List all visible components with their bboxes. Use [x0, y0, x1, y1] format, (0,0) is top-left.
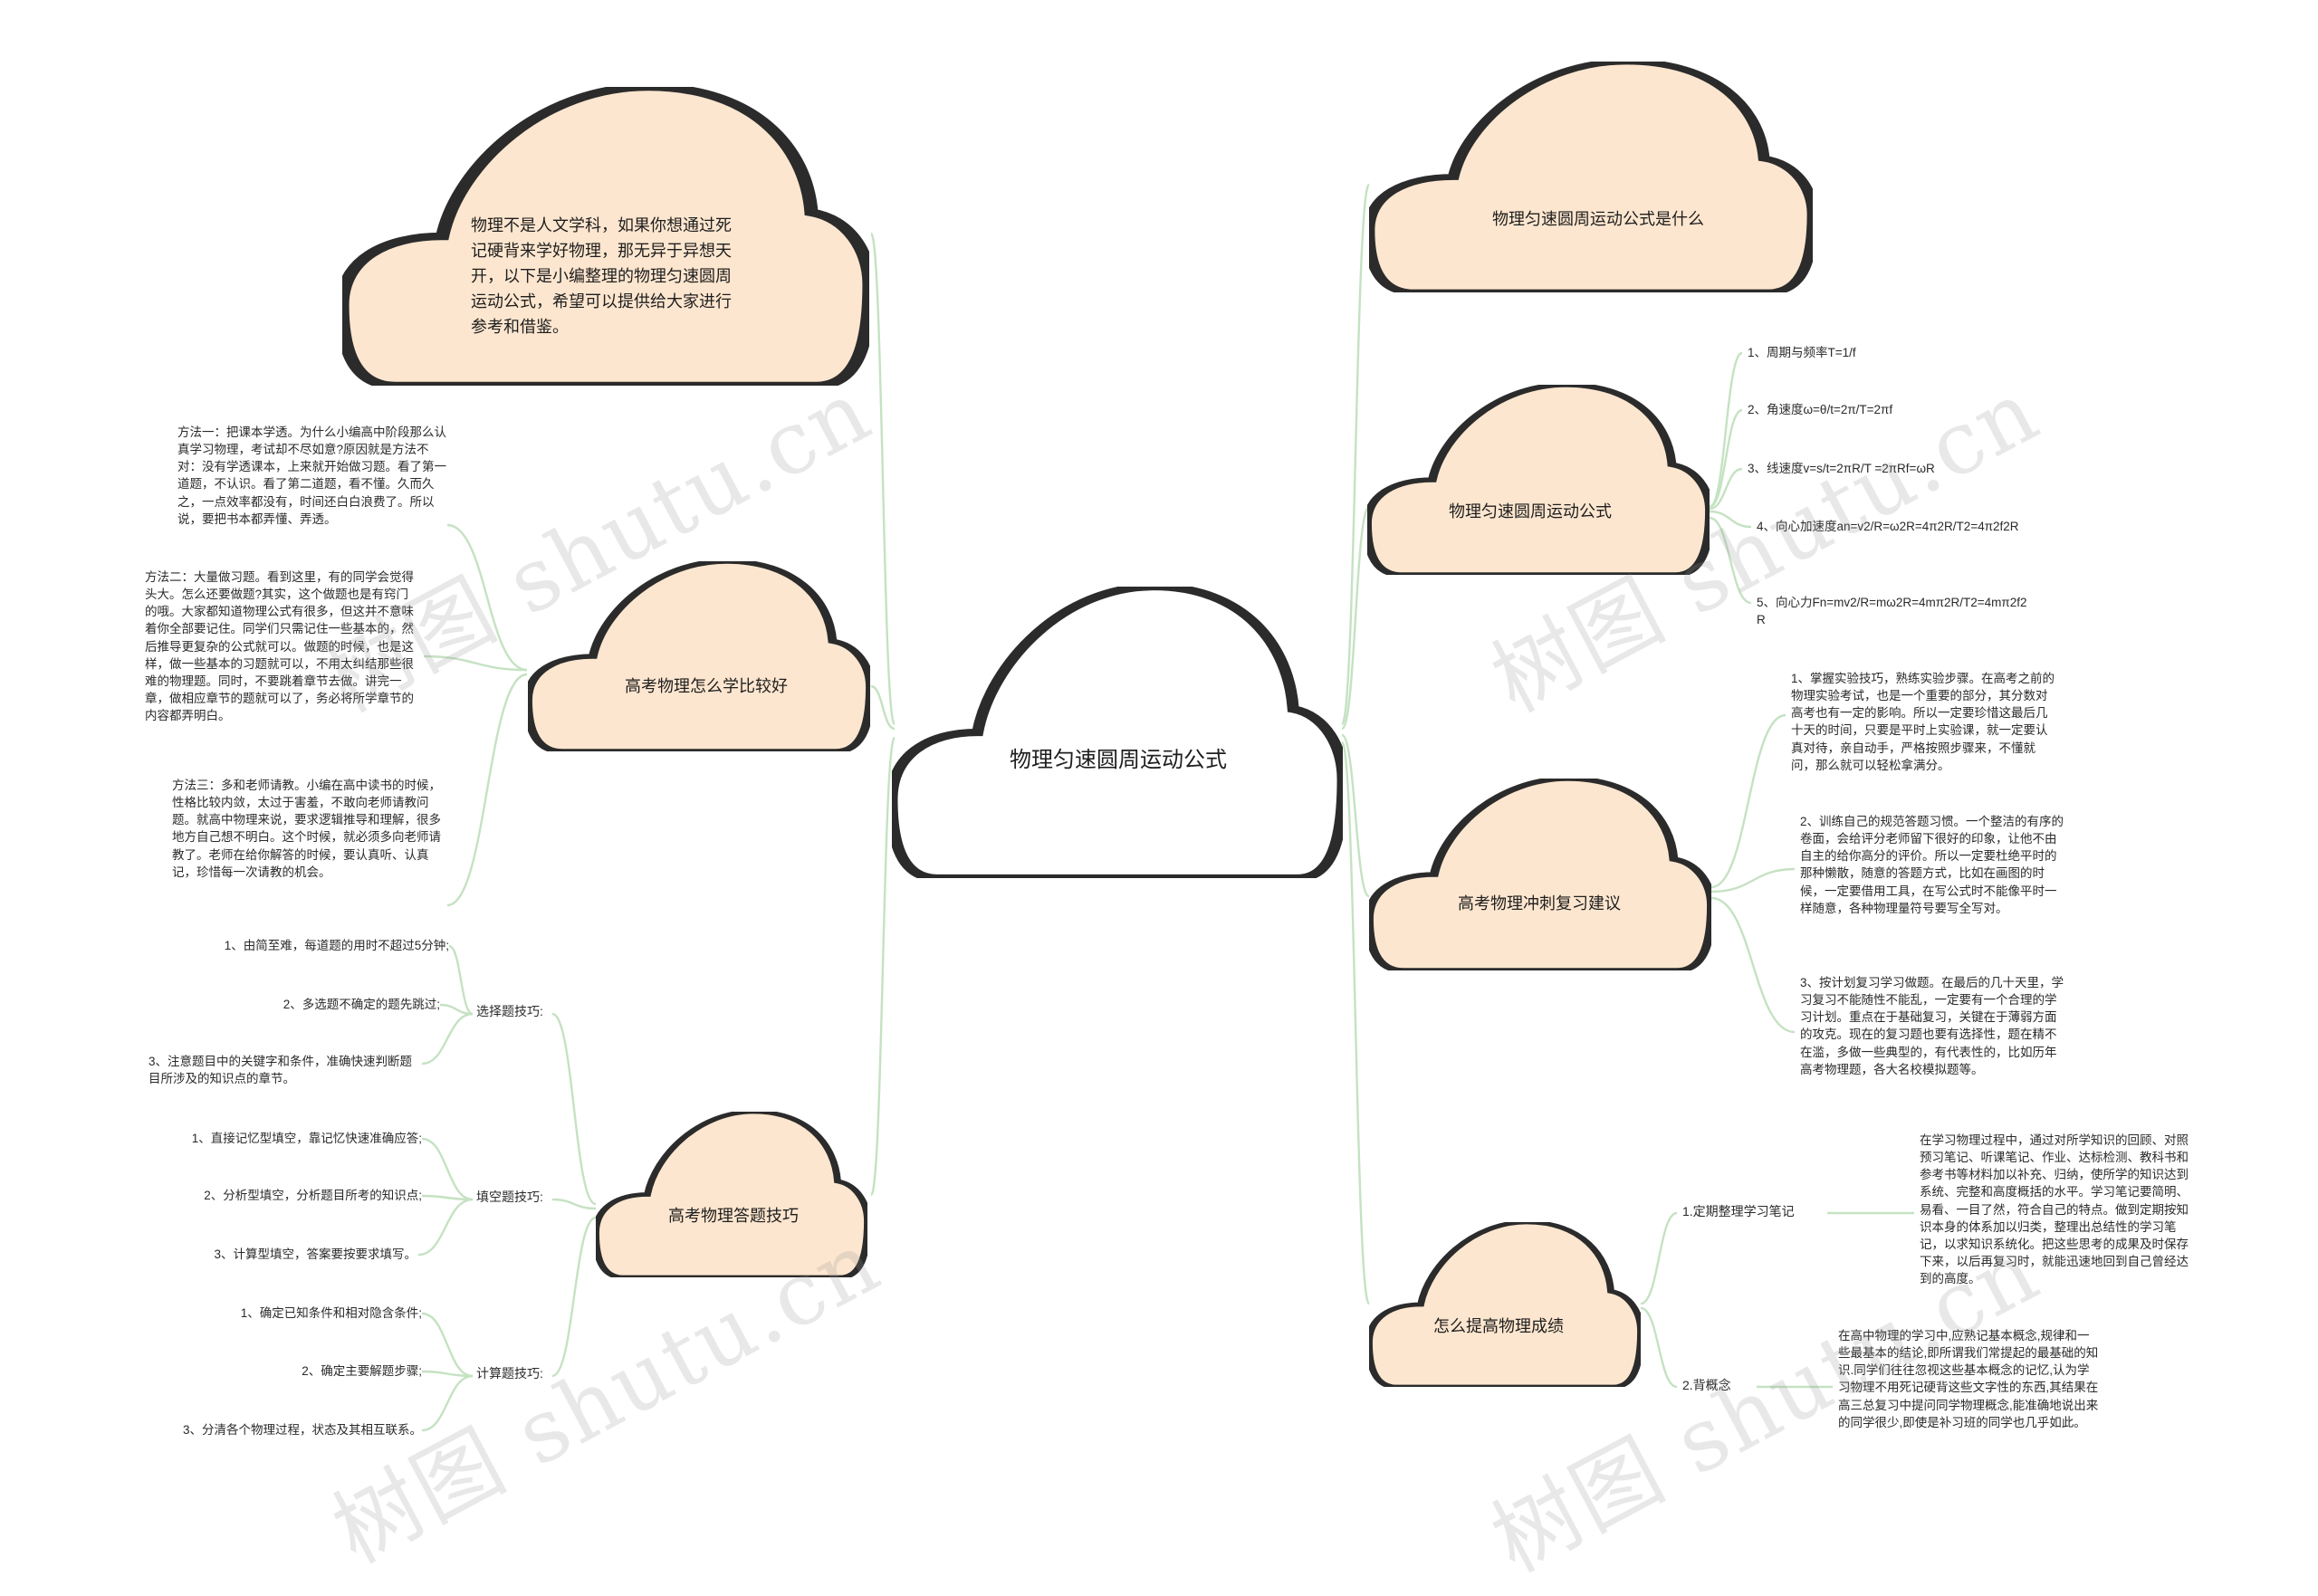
topic-answer[interactable]: 高考物理答题技巧: [602, 1193, 865, 1238]
answer-choice-item-2: 2、多选题不确定的题先跳过;: [283, 998, 440, 1011]
connector-line: [1710, 867, 1796, 894]
connector-line: [421, 1137, 474, 1201]
connector-line: [446, 523, 528, 672]
study-cloud: [528, 561, 870, 751]
connector-line: [1340, 505, 1371, 731]
what-cloud: [1369, 62, 1813, 292]
topic-review[interactable]: 高考物理冲刺复习建议: [1385, 878, 1693, 929]
connector-line: [1709, 351, 1743, 509]
answer-fill-item-3: 3、计算型填空，答案要按要求填写。: [214, 1247, 417, 1261]
review-item-2: 2、训练自己的规范答题习惯。一个整洁的有序的卷面，会给评分老师留下很好的印象，让…: [1800, 815, 2064, 915]
topic-review-label: 高考物理冲刺复习建议: [1458, 894, 1621, 913]
connector-line: [1710, 713, 1786, 889]
answer-calc-item-1: 1、确定已知条件和相对隐含条件;: [240, 1306, 422, 1320]
central-topic[interactable]: 物理匀速圆周运动公式: [905, 715, 1331, 806]
connector-line: [1710, 896, 1796, 1034]
topic-formula[interactable]: 物理匀速圆周运动公式: [1385, 489, 1675, 534]
central-topic-label: 物理匀速圆周运动公式: [1010, 748, 1227, 772]
formula-item-4: 4、向心加速度an=v2/R=ω2R=4π2R/T2=4π2f2R: [1757, 520, 2019, 533]
intro-topic[interactable]: 物理不是人文学科，如果你想通过死记硬背来学好物理，那无异于异想天开，以下是小编整…: [471, 214, 733, 340]
connector-line: [1340, 183, 1371, 726]
connector-line: [551, 1216, 597, 1378]
topic-answer-label: 高考物理答题技巧: [668, 1206, 799, 1225]
formula-item-5: 5、向心力Fn=mv2/R=mω2R=4mπ2R/T2=4mπ2f2R: [1757, 596, 2027, 627]
mindmap-canvas: [0, 0, 1914, 1432]
intro-text: 物理不是人文学科，如果你想通过死记硬背来学好物理，那无异于异想天开，以下是小编整…: [471, 216, 732, 336]
improve-concept-text: 在高中物理的学习中,应熟记基本概念,规律和一些最基本的结论,即所谓我们常提起的最…: [1838, 1329, 2099, 1429]
connector-line: [869, 736, 896, 1197]
connector-line: [551, 1012, 597, 1206]
connector-line: [1709, 467, 1743, 511]
connector-line: [448, 944, 474, 1016]
answer-calc-label: 计算题技巧:: [476, 1366, 543, 1381]
review-item-1: 1、掌握实验技巧，熟练实验步骤。在高考之前的物理实验考试，也是一个重要的部分，其…: [1791, 672, 2055, 772]
answer-calc-item-2: 2、确定主要解题步骤;: [302, 1364, 422, 1378]
connector-line: [1709, 516, 1752, 605]
connector-line: [421, 1312, 474, 1378]
topic-what[interactable]: 物理匀速圆周运动公式是什么: [1394, 194, 1802, 244]
study-method-1: 方法一：把课本学透。为什么小编高中阶段那么认真学习物理，考试却不尽如意?原因就是…: [177, 425, 446, 526]
connector-line: [423, 655, 528, 672]
connector-lines: [417, 183, 1914, 1432]
study-method-2: 方法二：大量做习题。看到这里，有的同学会觉得头大。怎么还要做题?其实，这个做题也…: [145, 570, 414, 723]
connector-line: [446, 673, 528, 907]
topic-study-label: 高考物理怎么学比较好: [625, 676, 788, 695]
formula-item-2: 2、角速度ω=θ/t=2π/T=2πf: [1748, 403, 1893, 416]
review-cloud: [1369, 779, 1711, 970]
connector-line: [421, 1012, 474, 1066]
answer-choice-item-3: 3、注意题目中的关键字和条件，准确快速判断题目所涉及的知识点的章节。: [148, 1055, 413, 1086]
answer-fill-item-1: 1、直接记忆型填空，靠记忆快速准确应答;: [191, 1132, 422, 1145]
topic-formula-label: 物理匀速圆周运动公式: [1449, 502, 1612, 521]
answer-fill-item-2: 2、分析型填空，分析题目所考的知识点;: [204, 1189, 422, 1202]
connector-line: [1709, 408, 1743, 509]
connector-line: [1640, 1306, 1678, 1389]
study-method-3: 方法三：多和老师请教。小编在高中读书的时候，性格比较内敛，太过于害羞，不敢向老师…: [172, 779, 441, 879]
answer-fill-label: 填空题技巧:: [476, 1190, 543, 1204]
topic-improve[interactable]: 怎么提高物理成绩: [1385, 1304, 1612, 1349]
connector-line: [551, 1198, 597, 1210]
topic-improve-label: 怎么提高物理成绩: [1433, 1316, 1564, 1335]
connector-line: [1340, 733, 1371, 898]
connector-line: [417, 1198, 474, 1257]
review-item-3: 3、按计划复习学习做题。在最后的几十天里，学习复习不能随性不能乱，一定要有一个合…: [1800, 976, 2064, 1076]
formula-item-3: 3、线速度v=s/t=2πR/T =2πRf=ωR: [1748, 462, 1935, 475]
connector-line: [1340, 741, 1371, 1305]
answer-calc-item-3: 3、分清各个物理过程，状态及其相互联系。: [182, 1423, 422, 1437]
connector-line: [870, 684, 896, 731]
connector-line: [869, 232, 896, 726]
connector-line: [1709, 510, 1752, 529]
answer-choice-item-1: 1、由简至难，每道题的用时不超过5分钟;: [224, 939, 449, 952]
answer-choice-label: 选择题技巧:: [476, 1004, 543, 1018]
topic-what-label: 物理匀速圆周运动公式是什么: [1492, 209, 1704, 228]
topic-study[interactable]: 高考物理怎么学比较好: [534, 659, 878, 713]
connector-line: [421, 1374, 474, 1432]
improve-concept-label: 2.背概念: [1682, 1378, 1731, 1392]
improve-notes-label: 1.定期整理学习笔记: [1682, 1204, 1795, 1219]
improve-notes-text: 在学习物理过程中，通过对所学知识的回顾、对照预习笔记、听课笔记、作业、达标检测、…: [1920, 1133, 2189, 1286]
connector-line: [1640, 1211, 1678, 1305]
formula-item-1: 1、周期与频率T=1/f: [1748, 346, 1856, 359]
formula-cloud: [1367, 385, 1710, 575]
